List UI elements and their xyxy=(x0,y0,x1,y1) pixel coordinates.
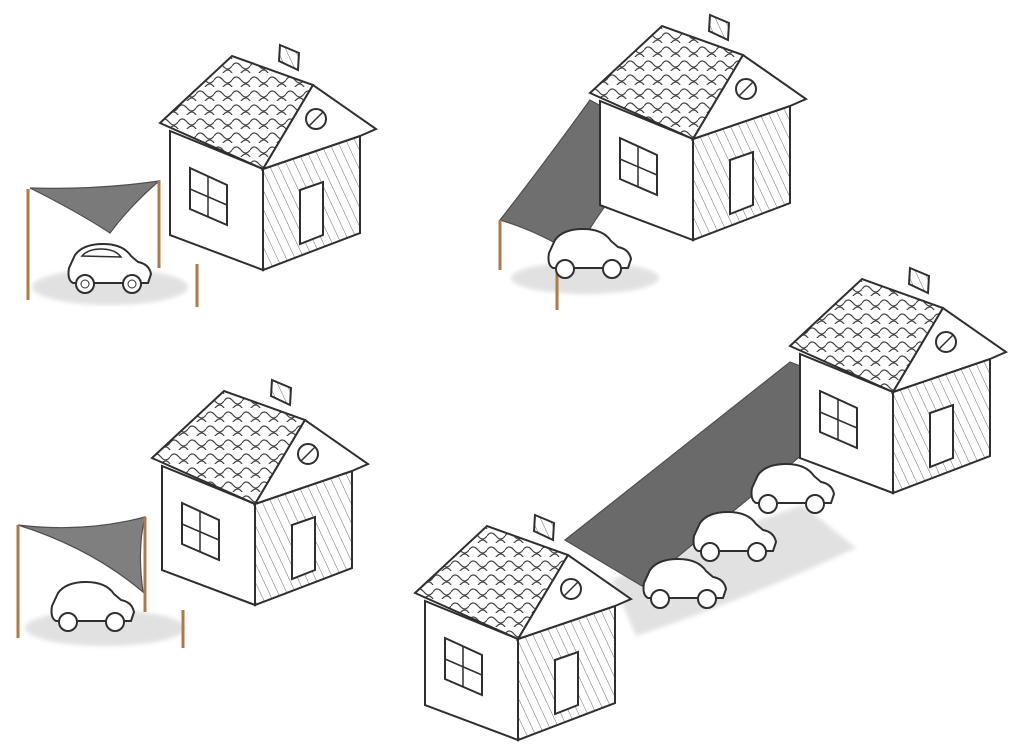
sun-sail xyxy=(29,180,161,234)
panel-top-left xyxy=(26,43,379,307)
shadow-ground xyxy=(511,262,659,294)
house-back xyxy=(788,266,1009,495)
house xyxy=(150,378,371,607)
sun-sail xyxy=(17,516,146,594)
car-3 xyxy=(750,462,836,514)
car xyxy=(547,227,633,279)
car-1 xyxy=(642,557,728,609)
house xyxy=(588,13,809,242)
house-front xyxy=(413,513,634,742)
car xyxy=(50,580,136,632)
car xyxy=(67,242,153,294)
car-2 xyxy=(692,510,778,562)
panel-top-right xyxy=(498,13,809,310)
panel-bottom-right xyxy=(413,266,1009,742)
shadow-ground xyxy=(612,505,856,636)
panel-bottom-left xyxy=(16,378,371,648)
house xyxy=(158,43,379,272)
